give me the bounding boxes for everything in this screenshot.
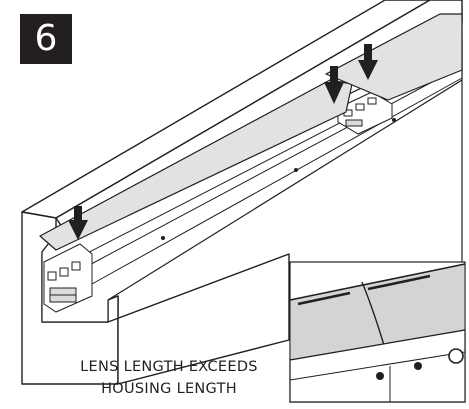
connector-block <box>43 243 93 313</box>
down-arrow-icon <box>68 206 88 240</box>
down-arrow-icon <box>358 44 378 80</box>
detail-screw <box>448 348 464 364</box>
step-number-badge: 6 <box>20 14 72 64</box>
lens-strips <box>39 13 463 251</box>
detail-screw <box>414 362 422 370</box>
lens-short <box>325 13 463 101</box>
caption-line-1: LENS LENGTH EXCEEDS <box>80 359 258 375</box>
diagram-caption: LENS LENGTH EXCEEDS HOUSING LENGTH <box>50 356 288 400</box>
down-arrow-icon <box>324 66 344 104</box>
lens-long <box>39 79 353 251</box>
caption-line-2: HOUSING LENGTH <box>101 381 237 397</box>
detail-inset <box>289 261 466 403</box>
middle-connector <box>337 91 393 135</box>
detail-screw <box>376 372 384 380</box>
